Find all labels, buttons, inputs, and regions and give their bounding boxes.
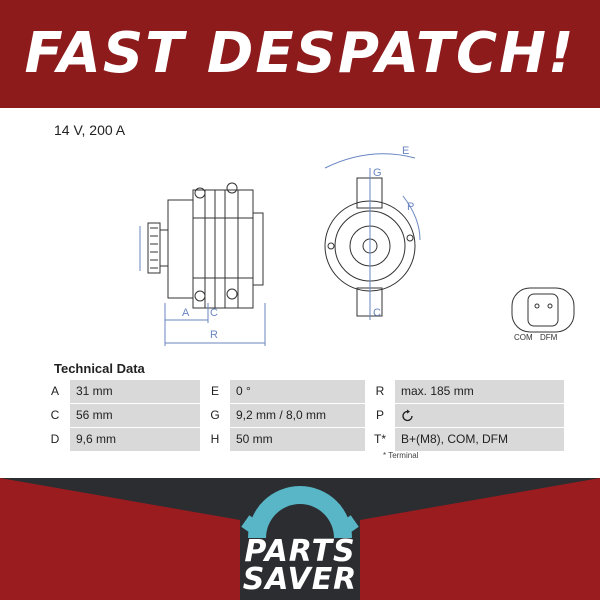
- banner-title: FAST DESPATCH!: [24, 21, 576, 86]
- spec-value: max. 185 mm: [395, 380, 564, 403]
- product-rating: 14 V, 200 A: [54, 122, 126, 138]
- footer-background: [0, 478, 600, 600]
- logo-saver: SAVER: [242, 562, 358, 597]
- dim-label-r: R: [210, 329, 218, 341]
- rotation-arrow-icon: [402, 409, 413, 422]
- spec-key: H: [200, 428, 230, 451]
- top-banner: FAST DESPATCH!: [0, 0, 600, 108]
- technical-data-title: Technical Data: [54, 361, 145, 376]
- dim-label-c: C: [210, 307, 218, 319]
- spec-key: G: [200, 404, 230, 427]
- spec-value: 31 mm: [70, 380, 200, 403]
- dim-label-p: P: [407, 201, 414, 213]
- connector-label-dfm: DFM: [540, 333, 558, 342]
- table-row: A 31 mm E 0 ° R max. 185 mm: [40, 380, 564, 404]
- dim-label-g: G: [373, 167, 382, 179]
- logo-parts: PARTS: [244, 534, 356, 569]
- spec-key: R: [365, 380, 395, 403]
- footer-banner: PARTS SAVER: [0, 478, 600, 600]
- terminal-footnote: * Terminal: [383, 451, 419, 460]
- connector-label-com: COM: [514, 333, 533, 342]
- spec-key: A: [40, 380, 70, 403]
- dim-label-a: A: [182, 307, 190, 319]
- table-row: D 9,6 mm H 50 mm T* B+(M8), COM, DFM: [40, 428, 564, 452]
- spec-value-rotation: [395, 404, 564, 427]
- spec-value: 50 mm: [230, 428, 365, 451]
- spec-value: 0 °: [230, 380, 365, 403]
- spec-value: 9,2 mm / 8,0 mm: [230, 404, 365, 427]
- gear-icon: [241, 486, 359, 538]
- dim-label-c2: C: [373, 307, 381, 319]
- dim-label-e: E: [402, 145, 409, 157]
- technical-data-table: A 31 mm E 0 ° R max. 185 mm C 56 mm G 9,…: [40, 380, 564, 452]
- spec-key: P: [365, 404, 395, 427]
- spec-value: 9,6 mm: [70, 428, 200, 451]
- spec-value: B+(M8), COM, DFM: [395, 428, 564, 451]
- alternator-diagram: A C R E G P C: [139, 145, 575, 346]
- spec-key: C: [40, 404, 70, 427]
- spec-key: E: [200, 380, 230, 403]
- table-row: C 56 mm G 9,2 mm / 8,0 mm P: [40, 404, 564, 428]
- spec-value: 56 mm: [70, 404, 200, 427]
- spec-key: T*: [365, 428, 395, 451]
- spec-key: D: [40, 428, 70, 451]
